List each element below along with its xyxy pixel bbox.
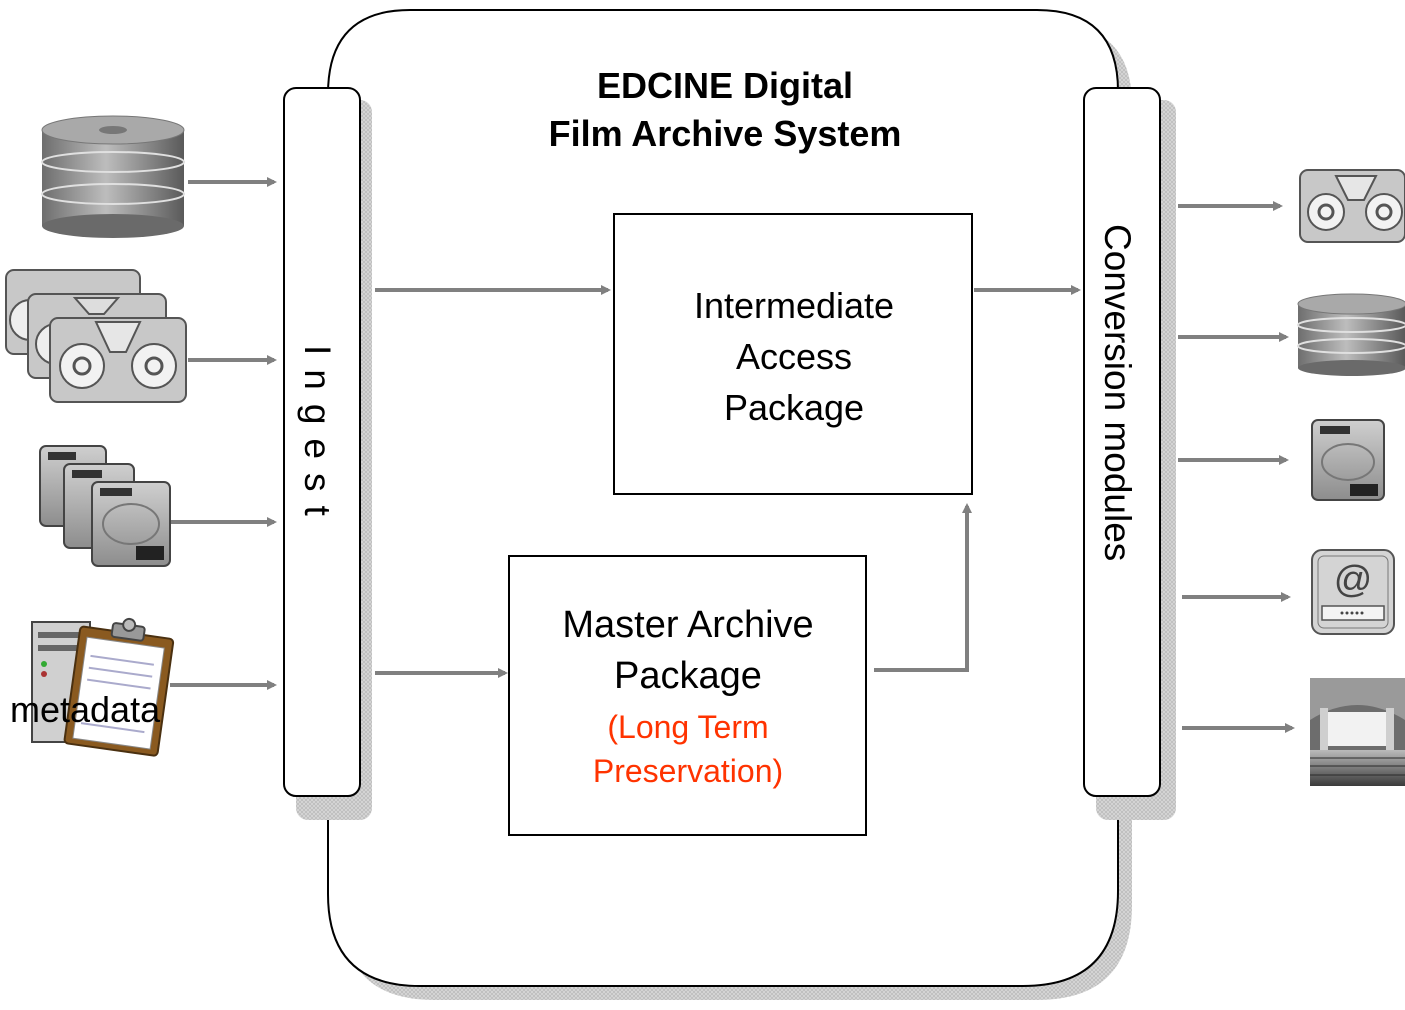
database-output-icon: [1297, 293, 1405, 376]
master-line-1: Master Archive: [562, 604, 814, 646]
note-line-2: Preservation): [592, 753, 784, 789]
conversion-modules-label: Conversion modules: [1097, 224, 1138, 562]
metadata-label: metadata: [10, 689, 161, 730]
hard-drives-icon: [39, 445, 171, 567]
tape-cassette-icon: [1299, 169, 1405, 243]
database-icon: [41, 115, 185, 238]
archive-system-container: [327, 9, 1132, 1000]
intermediate-line-3: Package: [723, 387, 865, 428]
ingest-label: Ingest: [297, 345, 338, 530]
cinema-theater-icon: [1310, 678, 1405, 786]
hard-drive-icon: [1311, 419, 1385, 501]
arrow-master-to-intermediate: [874, 503, 972, 672]
master-line-2: Package: [614, 655, 762, 697]
master-package-label: Master Archive Package: [512, 600, 864, 702]
master-archive-package-box: [508, 555, 867, 836]
svg-text:@: @: [1334, 559, 1373, 601]
long-term-preservation-note: (Long Term Preservation): [512, 705, 864, 793]
conversion-modules-bar: [1083, 87, 1176, 820]
ingest-bar: [283, 87, 372, 820]
intermediate-access-package-box: [613, 213, 973, 495]
network-storage-icon: @: [1311, 549, 1395, 635]
note-line-1: (Long Term: [607, 709, 769, 745]
intermediate-package-label: Intermediate Access Package: [618, 280, 970, 433]
title-line-1: EDCINE Digital: [596, 65, 854, 106]
intermediate-line-2: Access: [735, 336, 853, 377]
tape-cassettes-icon: [5, 269, 187, 403]
intermediate-line-1: Intermediate: [693, 285, 895, 326]
metadata-server-icon: [31, 617, 175, 757]
title-line-2: Film Archive System: [548, 113, 902, 154]
system-title: EDCINE Digital Film Archive System: [480, 62, 970, 158]
